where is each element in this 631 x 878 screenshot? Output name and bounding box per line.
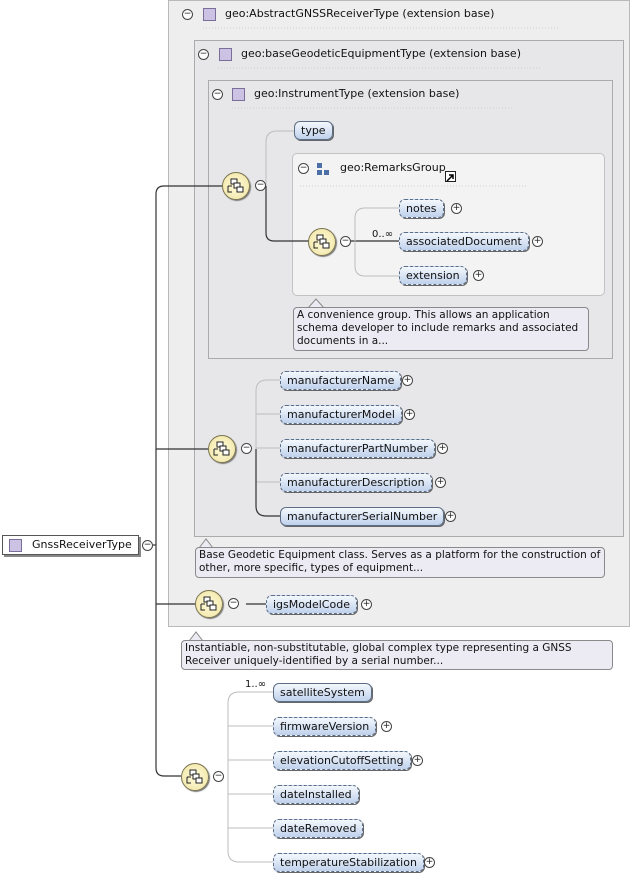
collapse-icon[interactable]: − xyxy=(142,540,153,551)
instrument-title: geo:InstrumentType (extension base) xyxy=(254,87,460,100)
element-manufacturer-serial-number[interactable]: manufacturerSerialNumber xyxy=(280,507,445,526)
element-date-removed[interactable]: dateRemoved xyxy=(273,819,364,838)
sequence-compositor xyxy=(208,435,236,463)
expand-icon[interactable]: + xyxy=(437,443,448,454)
remarks-group-title: geo:RemarksGroup xyxy=(340,161,446,174)
element-manufacturer-part-number[interactable]: manufacturerPartNumber xyxy=(280,439,435,458)
collapse-icon[interactable]: − xyxy=(340,236,351,247)
collapse-icon[interactable]: − xyxy=(255,180,266,191)
collapse-icon[interactable]: − xyxy=(298,163,309,174)
group-icon xyxy=(317,163,329,175)
expand-icon[interactable]: + xyxy=(424,857,435,868)
expand-icon[interactable]: + xyxy=(404,409,415,420)
remarks-group-note: A convenience group. This allows an appl… xyxy=(293,307,589,351)
expand-icon[interactable]: + xyxy=(473,270,484,281)
gnss-receiver-note: Instantiable, non-substitutable, global … xyxy=(181,640,613,670)
expand-icon[interactable]: + xyxy=(435,477,446,488)
element-firmware-version[interactable]: firmwareVersion xyxy=(273,717,377,736)
collapse-icon[interactable]: − xyxy=(198,49,209,60)
open-link-icon[interactable] xyxy=(445,171,456,182)
expand-icon[interactable]: + xyxy=(532,236,543,247)
element-manufacturer-name[interactable]: manufacturerName xyxy=(280,371,402,390)
element-notes[interactable]: notes xyxy=(399,199,444,218)
complex-type-icon xyxy=(232,88,245,101)
expand-icon[interactable]: + xyxy=(451,203,462,214)
collapse-icon[interactable]: − xyxy=(182,9,193,20)
element-temperature-stabilization[interactable]: temperatureStabilization xyxy=(273,853,424,872)
element-associated-document[interactable]: associatedDocument xyxy=(399,232,529,251)
expand-icon[interactable]: + xyxy=(412,755,423,766)
remarks-multiplicity: 0..∞ xyxy=(372,229,394,240)
sequence-compositor xyxy=(181,763,209,791)
sequence-compositor xyxy=(222,172,250,200)
abstract-type-title: geo:AbstractGNSSReceiverType (extension … xyxy=(225,7,495,20)
element-date-installed[interactable]: dateInstalled xyxy=(273,785,359,804)
root-label: GnssReceiverType xyxy=(32,538,132,551)
element-elevation-cutoff-setting[interactable]: elevationCutoffSetting xyxy=(273,751,411,770)
element-igs-model-code[interactable]: igsModelCode xyxy=(266,595,357,614)
element-satellite-system[interactable]: satelliteSystem xyxy=(273,683,372,702)
expand-icon[interactable]: + xyxy=(361,599,372,610)
collapse-icon[interactable]: − xyxy=(212,89,223,100)
complex-type-icon xyxy=(219,48,232,61)
base-equipment-note: Base Geodetic Equipment class. Serves as… xyxy=(195,547,605,578)
base-equipment-title: geo:baseGeodeticEquipmentType (extension… xyxy=(241,47,521,60)
element-extension[interactable]: extension xyxy=(399,266,467,285)
collapse-icon[interactable]: − xyxy=(213,771,224,782)
root-complex-type[interactable]: GnssReceiverType xyxy=(2,535,139,555)
collapse-icon[interactable]: − xyxy=(241,443,252,454)
collapse-icon[interactable]: − xyxy=(228,598,239,609)
sequence-compositor xyxy=(195,590,223,618)
element-manufacturer-description[interactable]: manufacturerDescription xyxy=(280,473,432,492)
sequence-compositor xyxy=(308,228,336,256)
gnss-multiplicity: 1..∞ xyxy=(245,679,267,690)
element-type[interactable]: type xyxy=(294,121,333,140)
complex-type-icon xyxy=(203,8,216,21)
complex-type-icon xyxy=(9,539,22,552)
expand-icon[interactable]: + xyxy=(402,375,413,386)
expand-icon[interactable]: + xyxy=(445,511,456,522)
expand-icon[interactable]: + xyxy=(381,721,392,732)
element-manufacturer-model[interactable]: manufacturerModel xyxy=(280,405,402,424)
